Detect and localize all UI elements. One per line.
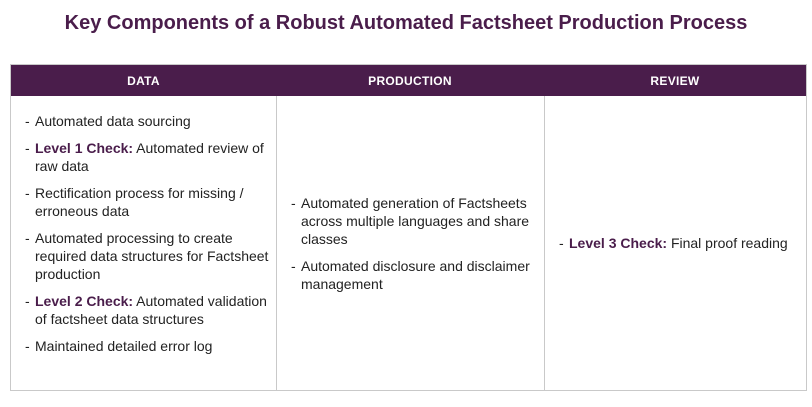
- level-2-check-label: Level 2 Check:: [35, 293, 134, 309]
- review-column: - Level 3 Check: Final proof reading: [544, 96, 806, 390]
- item-text: Automated processing to create required …: [35, 230, 269, 282]
- components-table: DATA PRODUCTION REVIEW - Automated data …: [10, 64, 807, 391]
- table-body: - Automated data sourcing - Level 1 Chec…: [11, 96, 806, 390]
- data-column: - Automated data sourcing - Level 1 Chec…: [11, 96, 276, 390]
- list-item: - Rectification process for missing / er…: [25, 185, 244, 219]
- item-text: Final proof reading: [667, 235, 788, 251]
- list-item: - Level 3 Check: Final proof reading: [559, 235, 788, 251]
- column-header-production: PRODUCTION: [368, 73, 452, 88]
- column-header-review: REVIEW: [650, 73, 700, 88]
- item-text: Rectification process for missing / erro…: [35, 185, 244, 219]
- item-text: Automated data sourcing: [35, 113, 191, 129]
- item-text: Maintained detailed error log: [35, 338, 213, 354]
- column-header-data: DATA: [127, 73, 160, 88]
- item-text: Automated disclosure and disclaimer mana…: [301, 257, 530, 292]
- level-3-check-label: Level 3 Check:: [569, 235, 668, 251]
- production-column: - Automated generation of Factsheets acr…: [276, 96, 544, 390]
- item-text: Automated review of raw data: [35, 140, 264, 174]
- list-item: - Automated processing to create require…: [25, 230, 269, 282]
- list-item: - Maintained detailed error log: [25, 338, 213, 354]
- level-1-check-label: Level 1 Check:: [35, 140, 134, 156]
- page-title: Key Components of a Robust Automated Fac…: [64, 12, 748, 34]
- production-list: - Automated generation of Factsheets acr…: [291, 194, 538, 293]
- item-text: Automated generation of Factsheets acros…: [301, 194, 530, 247]
- table-header: DATA PRODUCTION REVIEW: [11, 65, 806, 96]
- list-item: - Automated generation of Factsheets acr…: [291, 194, 530, 247]
- review-list: - Level 3 Check: Final proof reading: [559, 234, 800, 252]
- list-item: - Automated data sourcing: [25, 113, 191, 129]
- list-item: - Level 1 Check: Automated review of raw…: [25, 140, 264, 174]
- list-item: - Automated disclosure and disclaimer ma…: [291, 257, 530, 292]
- item-text: Automated validation of factsheet data s…: [35, 293, 267, 327]
- list-item: - Level 2 Check: Automated validation of…: [25, 293, 267, 327]
- data-list: - Automated data sourcing - Level 1 Chec…: [25, 112, 270, 355]
